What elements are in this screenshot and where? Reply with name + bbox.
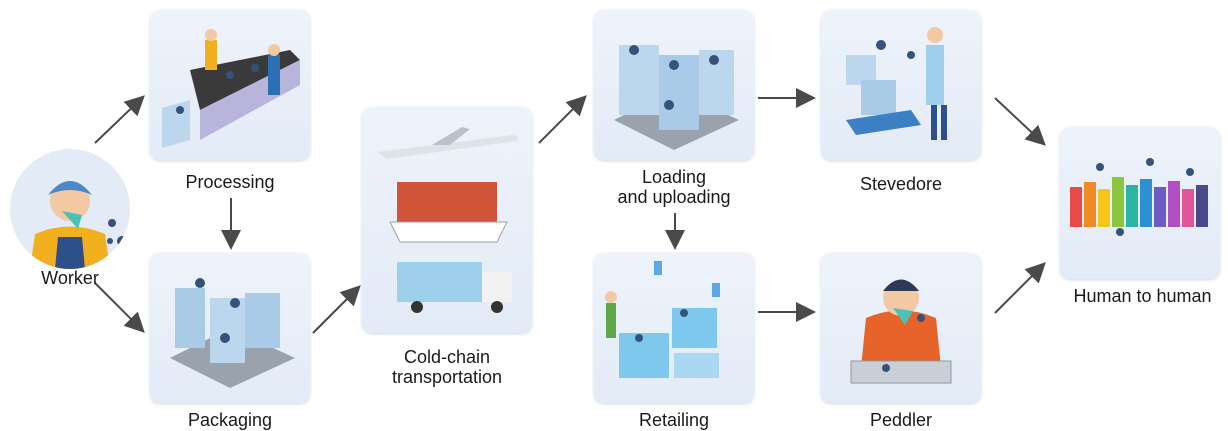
retailing-label: Retailing <box>638 410 710 430</box>
packaging-node <box>150 253 310 403</box>
arrow-packaging-coldchain <box>312 285 361 334</box>
crowd-illustration <box>1070 158 1208 236</box>
worker-illustration <box>30 181 127 269</box>
retailing-node <box>594 253 754 403</box>
processing-node <box>150 10 310 160</box>
human-label: Human to human <box>1073 286 1212 306</box>
worker-label: Worker <box>41 268 99 288</box>
peddler-node <box>821 253 981 403</box>
stevedore-node <box>821 10 981 160</box>
stevedore-illustration <box>846 27 947 140</box>
cold-chain-node <box>362 107 532 333</box>
loading-illustration <box>614 45 739 150</box>
packaging-illustration <box>170 278 295 388</box>
arrow-worker-processing <box>94 95 145 144</box>
cold-chain-illustration <box>377 127 518 313</box>
loading-node <box>594 10 754 160</box>
arrow-worker-packaging <box>94 282 145 333</box>
stevedore-label: Stevedore <box>859 174 943 194</box>
processing-illustration <box>162 29 300 148</box>
retailing-illustration <box>605 261 720 378</box>
arrow-coldchain-loading <box>538 95 587 144</box>
processing-label: Processing <box>185 172 275 192</box>
arrow-peddler-human <box>994 262 1046 314</box>
peddler-illustration <box>850 279 952 384</box>
cold-chain-label: Cold-chain transportation <box>391 347 503 387</box>
arrow-stevedore-human <box>994 97 1046 146</box>
worker-node <box>10 149 130 269</box>
human-node <box>1060 127 1220 279</box>
packaging-label: Packaging <box>187 410 273 430</box>
peddler-label: Peddler <box>869 410 933 430</box>
loading-label: Loading and uploading <box>617 167 731 207</box>
